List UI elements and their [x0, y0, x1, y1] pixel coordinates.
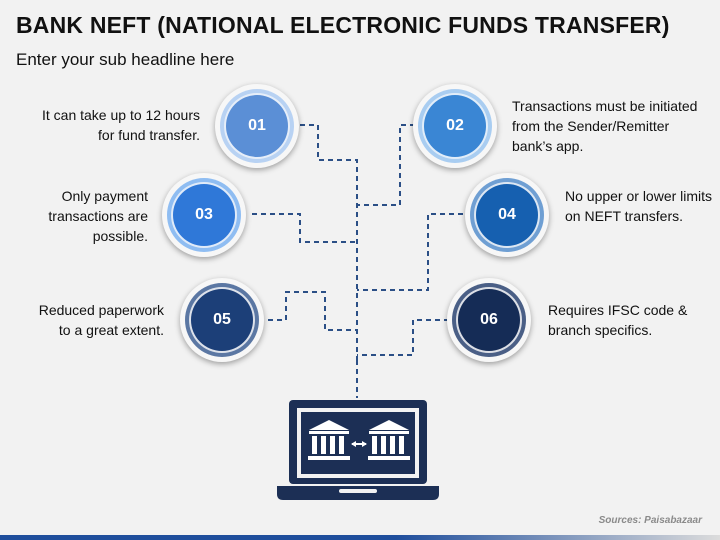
- step-04-text: No upper or lower limits on NEFT transfe…: [565, 188, 713, 224]
- step-01-badge: 01: [224, 93, 290, 159]
- connector-05: [268, 291, 357, 331]
- page-title: BANK NEFT (NATIONAL ELECTRONIC FUNDS TRA…: [16, 12, 670, 38]
- source-note: Sources: Paisabazaar: [598, 515, 702, 526]
- connector-06: [357, 319, 449, 356]
- connector-02: [357, 124, 415, 206]
- connector-04: [357, 213, 463, 291]
- bottom-accent-bar: [0, 535, 720, 540]
- step-02-badge: 02: [422, 93, 488, 159]
- step-01-text: It can take up to 12 hours for fund tran…: [42, 107, 200, 143]
- page-subtitle: Enter your sub headline here: [16, 50, 235, 69]
- transfer-arrow-icon: [351, 441, 367, 447]
- step-03-text: Only payment transactions are possible.: [48, 188, 148, 244]
- left-bank-icon: [308, 420, 350, 460]
- connector-01: [300, 124, 358, 360]
- connector-03: [252, 213, 357, 243]
- right-bank-icon: [368, 420, 410, 460]
- step-06-text: Requires IFSC code & branch specifics.: [548, 302, 688, 338]
- step-06-badge: 06: [456, 287, 522, 353]
- step-05-text: Reduced paperwork to a great extent.: [38, 302, 164, 338]
- step-05-badge: 05: [189, 287, 255, 353]
- step-04-badge: 04: [474, 182, 540, 248]
- step-03-badge: 03: [171, 182, 237, 248]
- laptop-bank-transfer-icon: [277, 400, 439, 500]
- step-02-text: Transactions must be initiated from the …: [512, 98, 698, 154]
